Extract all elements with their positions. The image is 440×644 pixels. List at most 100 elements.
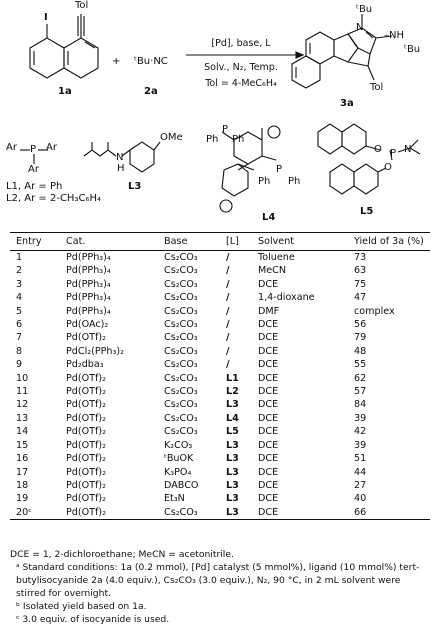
cell-catalyst: Pd(PPh₃)₄ [66, 252, 111, 263]
cell-entry: 3 [16, 278, 23, 290]
cell-ligand: L4 [226, 412, 239, 424]
cell-yield: 44 [354, 466, 367, 478]
cell-yield: 55 [354, 359, 367, 371]
cell-catalyst: Pd(OTf)₂ [66, 479, 106, 491]
cell-catalyst: Pd(OTf)₂ [66, 399, 106, 411]
cell-catalyst: Pd(OTf)₂ [66, 453, 106, 465]
header-ligand: [L] [226, 232, 258, 251]
cell-base: Cs₂CO₃ [164, 386, 198, 398]
l5-label: L5 [360, 206, 374, 217]
cell-catalyst: Pd(OTf)₂ [66, 412, 106, 424]
l3-ome: OMe [160, 132, 183, 143]
cell-ligand: L3 [226, 505, 258, 521]
cell-ligand: L1 [226, 372, 239, 384]
l4-ph-4: Ph [288, 176, 301, 187]
cell-yield: 40 [354, 493, 367, 505]
product-tol: Tol [370, 82, 384, 93]
cell-yield: 57 [354, 386, 367, 398]
tol-definition: Tol = 4-MeC₆H₄ [205, 78, 277, 89]
l3-h: H [117, 163, 125, 174]
isocyanide-formula: ᵗBu·NC [134, 56, 168, 67]
cell-catalyst: Pd(OTf)₂ [66, 332, 106, 344]
cell-ligand: / [226, 359, 230, 371]
header-solvent: Solvent [258, 232, 354, 251]
cell-base: Cs₂CO₃ [164, 426, 198, 438]
cell-base: ᵗBuOK [164, 453, 194, 465]
cell-solvent: DCE [258, 479, 279, 491]
footnote-c: ᶜ 3.0 equiv. of isocyanide is used. [16, 614, 170, 625]
cell-base: Et₃N [164, 493, 185, 505]
cell-solvent: DCE [258, 278, 279, 290]
cell-solvent: DCE [258, 372, 279, 384]
cell-base: DABCO [164, 479, 199, 491]
cell-entry: 14 [16, 426, 29, 438]
cell-entry: 18 [16, 479, 29, 491]
l1-definition: L1, Ar = Ph [6, 181, 63, 192]
cell-catalyst: Pd(OTf)₂ [66, 386, 106, 398]
cell-ligand: L3 [226, 466, 239, 478]
cell-yield: 63 [354, 265, 367, 277]
cell-entry: 15 [16, 439, 29, 451]
isocyanide-label-2a: 2a [144, 86, 158, 97]
cell-entry: 2 [16, 265, 23, 277]
cell-yield: 66 [354, 505, 430, 521]
cell-yield: 84 [354, 399, 367, 411]
cell-ligand: L3 [226, 439, 239, 451]
l3-n: N [116, 152, 124, 163]
cell-entry: 7 [16, 332, 23, 344]
substrate-ring-right [63, 37, 99, 79]
cell-ligand: / [226, 252, 230, 263]
cell-yield: 75 [354, 278, 367, 290]
cell-ligand: L3 [226, 493, 239, 505]
cell-yield: 39 [354, 412, 367, 424]
cell-yield: 79 [354, 332, 367, 344]
cell-base: Cs₂CO₃ [164, 359, 198, 371]
cell-solvent: DCE [258, 493, 279, 505]
cell-base: Cs₂CO₃ [164, 278, 198, 290]
l1-p: P [30, 144, 37, 155]
substrate-tol-label: Tol [75, 0, 89, 11]
cell-entry: 8 [16, 345, 23, 357]
header-cat: Cat. [66, 232, 164, 251]
cell-catalyst: Pd₂dba₃ [66, 359, 104, 371]
table-header-row: Entry Cat. Base [L] Solvent Yield of 3a … [10, 232, 430, 251]
cell-catalyst: Pd(OAc)₂ [66, 319, 109, 331]
l5-n: N [404, 144, 412, 155]
l5-o-2: O [384, 162, 392, 173]
l4-ph-3: Ph [258, 176, 271, 187]
substrate-iodo-label: I [44, 12, 48, 23]
cell-solvent: DCE [258, 319, 279, 331]
cell-base: Cs₂CO₃ [164, 319, 198, 331]
cell-entry: 6 [16, 319, 23, 331]
cell-base: K₃PO₄ [164, 466, 192, 478]
l2-definition: L2, Ar = 2-CH₃C₆H₄ [6, 193, 101, 204]
cell-solvent: MeCN [258, 265, 287, 277]
cell-base: Cs₂CO₃ [164, 345, 198, 357]
l4-p-1: P [222, 124, 229, 135]
cell-entry: 16 [16, 453, 29, 465]
reaction-scheme: Tol I 1a + ᵗBu·NC 2a [Pd], base, L Solv.… [0, 0, 440, 226]
cell-yield: 62 [354, 372, 367, 384]
footnote-a: ᵃ Standard conditions: 1a (0.2 mmol), [P… [16, 562, 420, 599]
plus-sign: + [112, 56, 121, 67]
cell-solvent: 1,4-dioxane [258, 292, 315, 304]
substrate-label-1a: 1a [58, 86, 72, 97]
optimization-table: Entry Cat. Base [L] Solvent Yield of 3a … [10, 232, 430, 521]
product-n-tbu: ᵗBu [356, 4, 373, 15]
header-entry: Entry [10, 232, 66, 251]
cell-entry: 1 [16, 252, 23, 263]
cell-base: Cs₂CO₃ [164, 252, 198, 263]
cell-catalyst: Pd(OTf)₂ [66, 439, 106, 451]
cell-ligand: / [226, 345, 230, 357]
cell-ligand: L3 [226, 453, 239, 465]
cell-base: Cs₂CO₃ [164, 265, 198, 277]
